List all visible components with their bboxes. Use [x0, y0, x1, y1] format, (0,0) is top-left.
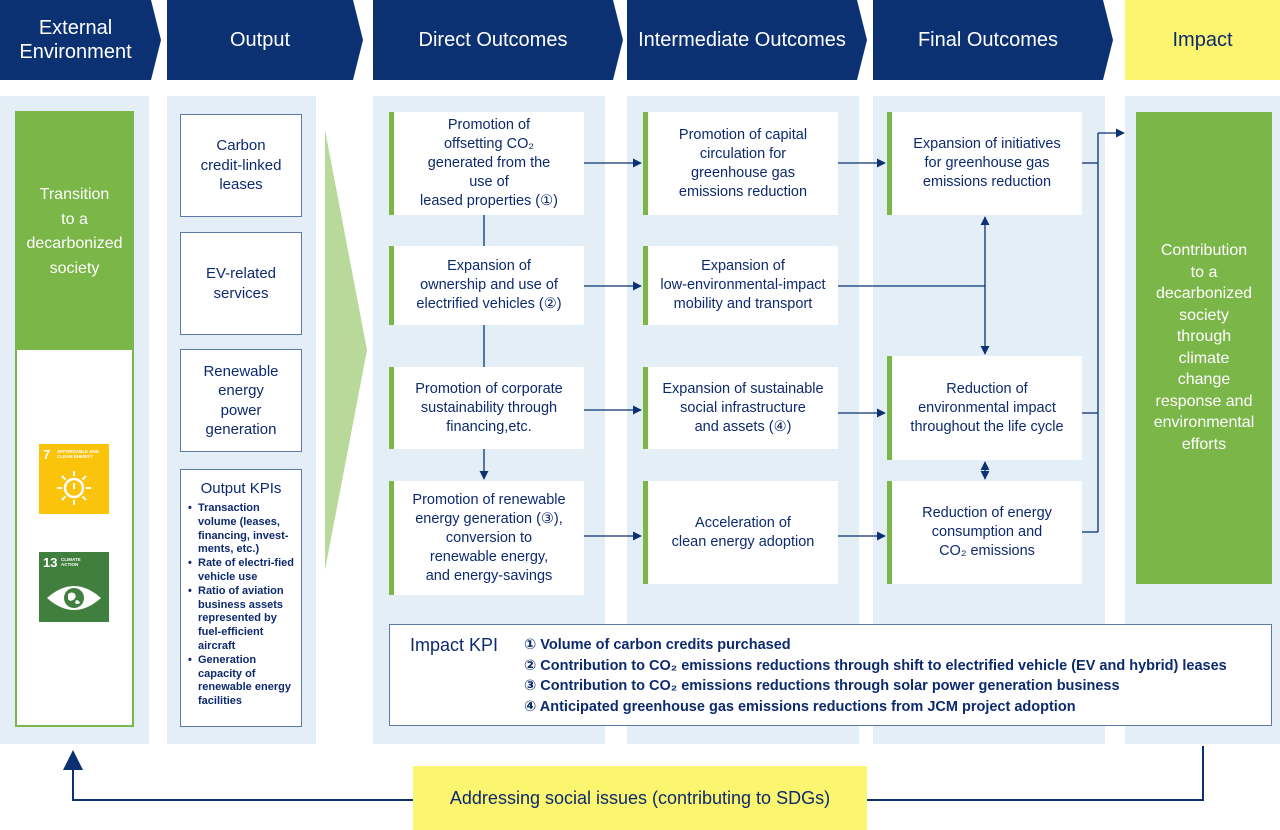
output-kpis-card: Output KPIs Transaction volume (leases, …: [180, 469, 302, 727]
sdg-7-label: AFFORDABLE AND CLEAN ENERGY: [57, 449, 99, 459]
header-output: Output: [167, 0, 363, 80]
sdg-13-label: CLIMATE ACTION: [61, 557, 81, 567]
final-outcome-energy-consumption: Reduction of energy consumption and CO₂ …: [887, 481, 1082, 584]
direct-outcome-offsetting: Promotion of offsetting CO₂ generated fr…: [389, 112, 584, 215]
impact-kpi-item: ① Volume of carbon credits purchased: [524, 637, 791, 653]
output-kpi-item: Generation capacity of renewable energy …: [188, 654, 297, 709]
header-direct-outcomes: Direct Outcomes: [373, 0, 623, 80]
output-renewable-generation: Renewable energy power generation: [180, 349, 302, 452]
impact-kpi-list: ① Volume of carbon credits purchased ② C…: [524, 635, 1227, 717]
intermediate-outcome-mobility: Expansion of low-environmental-impact mo…: [643, 246, 838, 325]
sdg-13-icon: 13 CLIMATE ACTION: [39, 552, 109, 622]
output-kpis-title: Output KPIs: [200, 480, 282, 497]
feedback-label: Addressing social issues (contributing t…: [413, 766, 867, 830]
flow-chevron: [325, 130, 367, 570]
sdg-7-number: 7: [43, 447, 51, 462]
final-outcome-life-cycle: Reduction of environmental impact throug…: [887, 356, 1082, 460]
header-final-outcomes: Final Outcomes: [873, 0, 1113, 80]
impact-kpi-title: Impact KPI: [410, 635, 499, 655]
header-intermediate-outcomes: Intermediate Outcomes: [627, 0, 867, 80]
intermediate-outcome-capital-circulation: Promotion of capital circulation for gre…: [643, 112, 838, 215]
direct-outcome-ev-expansion: Expansion of ownership and use of electr…: [389, 246, 584, 325]
output-kpis-list: Transaction volume (leases, financing, i…: [188, 502, 301, 709]
output-kpi-item: Ratio of aviation business assets repres…: [188, 585, 297, 654]
sdg-7-icon: 7 AFFORDABLE AND CLEAN ENERGY: [39, 444, 109, 514]
transition-label: Transition to a decarbonized society: [17, 113, 132, 350]
header-external-environment: External Environment: [0, 0, 161, 80]
impact-kpi-item: ③ Contribution to CO₂ emissions reductio…: [524, 678, 1120, 694]
eye-globe-icon: [47, 586, 101, 610]
impact-statement: Contribution to a decarbonized society t…: [1136, 112, 1272, 584]
sdg-13-number: 13: [43, 555, 58, 570]
sun-icon: [57, 471, 91, 505]
intermediate-outcome-clean-energy: Acceleration of clean energy adoption: [643, 481, 838, 584]
impact-kpi-item: ② Contribution to CO₂ emissions reductio…: [524, 657, 1227, 674]
output-kpi-item: Rate of electri-fied vehicle use: [188, 557, 297, 585]
impact-kpi-item: ④ Anticipated greenhouse gas emissions r…: [524, 698, 1076, 715]
direct-outcome-renewable: Promotion of renewable energy generation…: [389, 481, 584, 595]
impact-kpi-card: Impact KPI ① Volume of carbon credits pu…: [389, 624, 1272, 726]
transition-card: Transition to a decarbonized society: [15, 111, 134, 727]
output-carbon-credit-leases: Carbon credit-linked leases: [180, 114, 302, 217]
direct-outcome-corporate-sustainability: Promotion of corporate sustainability th…: [389, 367, 584, 449]
header-impact: Impact: [1125, 0, 1280, 80]
intermediate-outcome-infrastructure: Expansion of sustainable social infrastr…: [643, 367, 838, 449]
final-outcome-ghg-initiatives: Expansion of initiatives for greenhouse …: [887, 112, 1082, 215]
output-kpi-item: Transaction volume (leases, financing, i…: [188, 502, 297, 557]
output-ev-services: EV-related services: [180, 232, 302, 335]
